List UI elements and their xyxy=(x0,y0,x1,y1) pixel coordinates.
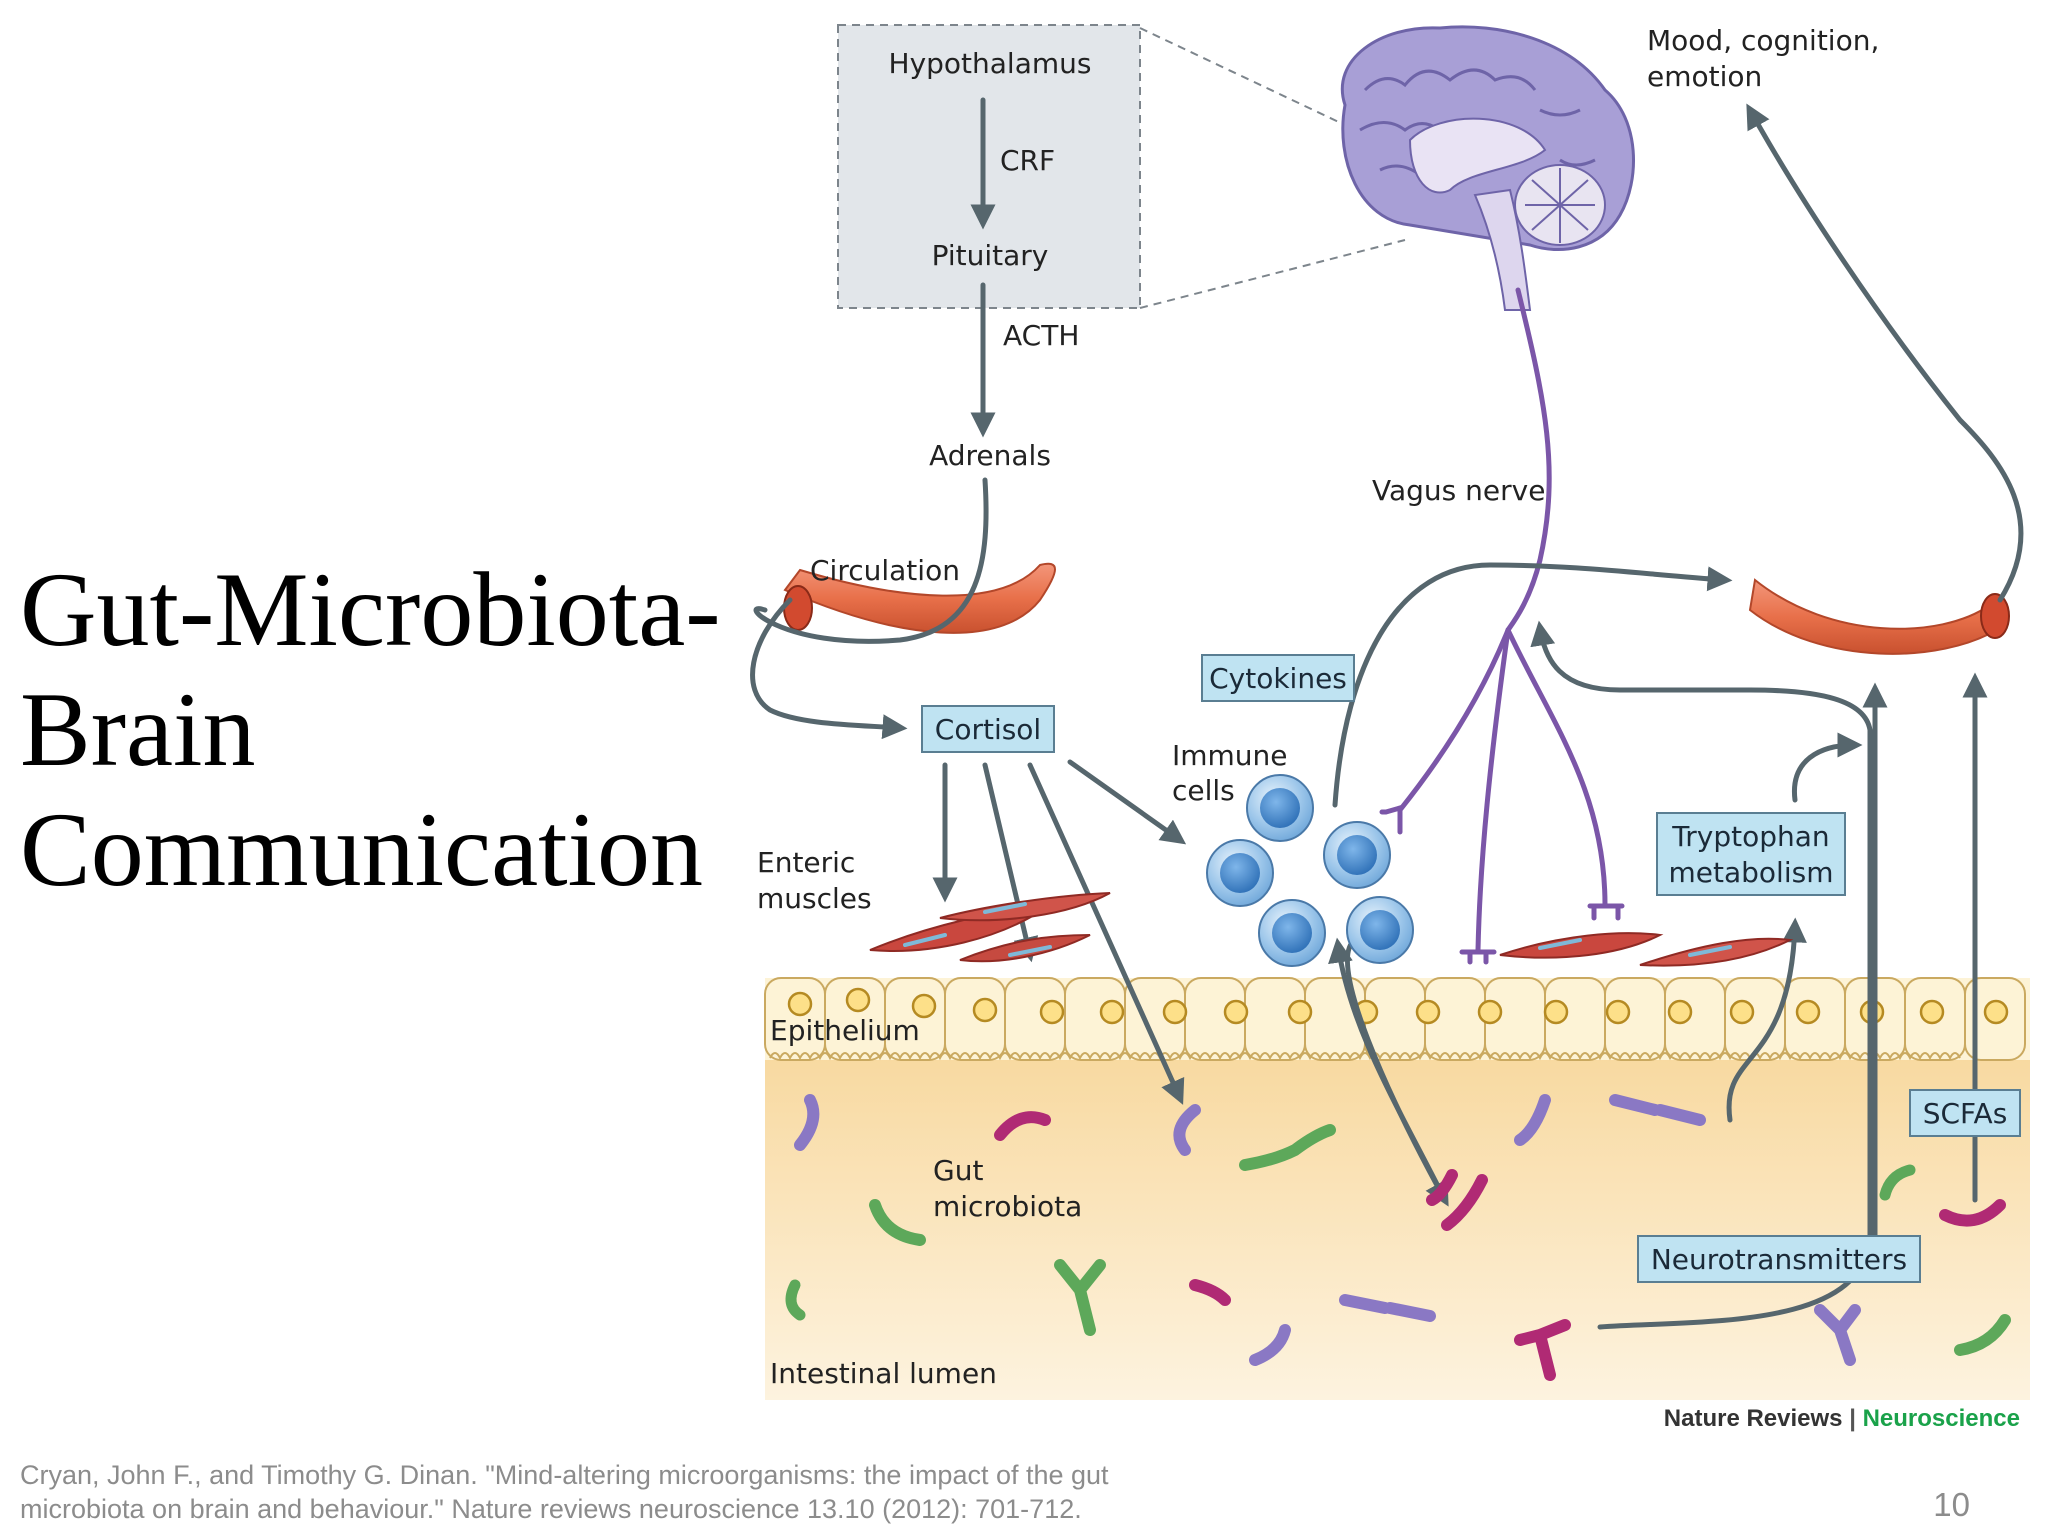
citation-line-1: Cryan, John F., and Timothy G. Dinan. "M… xyxy=(20,1460,1109,1490)
mood-label-line-2: emotion xyxy=(1647,60,1762,93)
immune-cells xyxy=(1206,774,1414,967)
credit-separator: | xyxy=(1849,1405,1856,1432)
credit-journal: Nature Reviews xyxy=(1663,1405,1843,1432)
title-line-3: Communication xyxy=(20,791,704,908)
citation: Cryan, John F., and Timothy G. Dinan. "M… xyxy=(20,1458,1240,1526)
cortisol-label: Cortisol xyxy=(935,713,1041,746)
intestinal-lumen-label: Intestinal lumen xyxy=(770,1357,997,1390)
enteric-muscles xyxy=(869,892,1794,967)
tryptophan-label-2: metabolism xyxy=(1669,856,1834,889)
tryptophan-label-1: Tryptophan xyxy=(1671,820,1829,853)
epithelium-label: Epithelium xyxy=(770,1014,920,1047)
journal-credit: Nature Reviews | Neuroscience xyxy=(1560,1405,2020,1433)
immune-cells-label-1: Immune xyxy=(1172,739,1288,772)
circulation-label: Circulation xyxy=(810,554,960,587)
mood-label-line-1: Mood, cognition, xyxy=(1647,24,1879,57)
page-number: 10 xyxy=(1933,1486,1970,1523)
neurotransmitters-label: Neurotransmitters xyxy=(1651,1243,1907,1276)
adrenals-label: Adrenals xyxy=(929,439,1051,472)
cytokines-label: Cytokines xyxy=(1209,662,1347,695)
hypothalamus-label: Hypothalamus xyxy=(889,47,1092,80)
title-line-2: Brain xyxy=(20,671,256,788)
brain-illustration xyxy=(1340,25,1635,311)
epithelium-layer xyxy=(764,977,2030,1061)
enteric-muscles-label-1: Enteric xyxy=(757,846,855,879)
citation-line-2: microbiota on brain and behaviour." Natu… xyxy=(20,1494,1082,1524)
immune-cells-label-2: cells xyxy=(1172,774,1235,807)
gut-microbes xyxy=(785,1094,2011,1381)
scfas-label: SCFAs xyxy=(1923,1097,2008,1130)
gut-microbiota-label-1: Gut xyxy=(933,1154,983,1187)
acth-label: ACTH xyxy=(1003,319,1079,352)
credit-section: Neuroscience xyxy=(1862,1405,2020,1432)
right-vessel xyxy=(1748,578,2002,655)
hpa-box xyxy=(837,24,1141,309)
pituitary-label: Pituitary xyxy=(932,239,1049,272)
circulation-vessel xyxy=(783,562,1056,634)
slide-title: Gut-Microbiota- Brain Communication xyxy=(20,550,740,910)
gut-microbiota-label-2: microbiota xyxy=(933,1190,1082,1223)
enteric-muscles-label-2: muscles xyxy=(757,882,872,915)
vagus-nerve xyxy=(1379,287,1625,965)
crf-label: CRF xyxy=(1000,144,1055,177)
title-line-1: Gut-Microbiota- xyxy=(20,551,721,668)
vagus-nerve-label: Vagus nerve xyxy=(1372,474,1545,507)
